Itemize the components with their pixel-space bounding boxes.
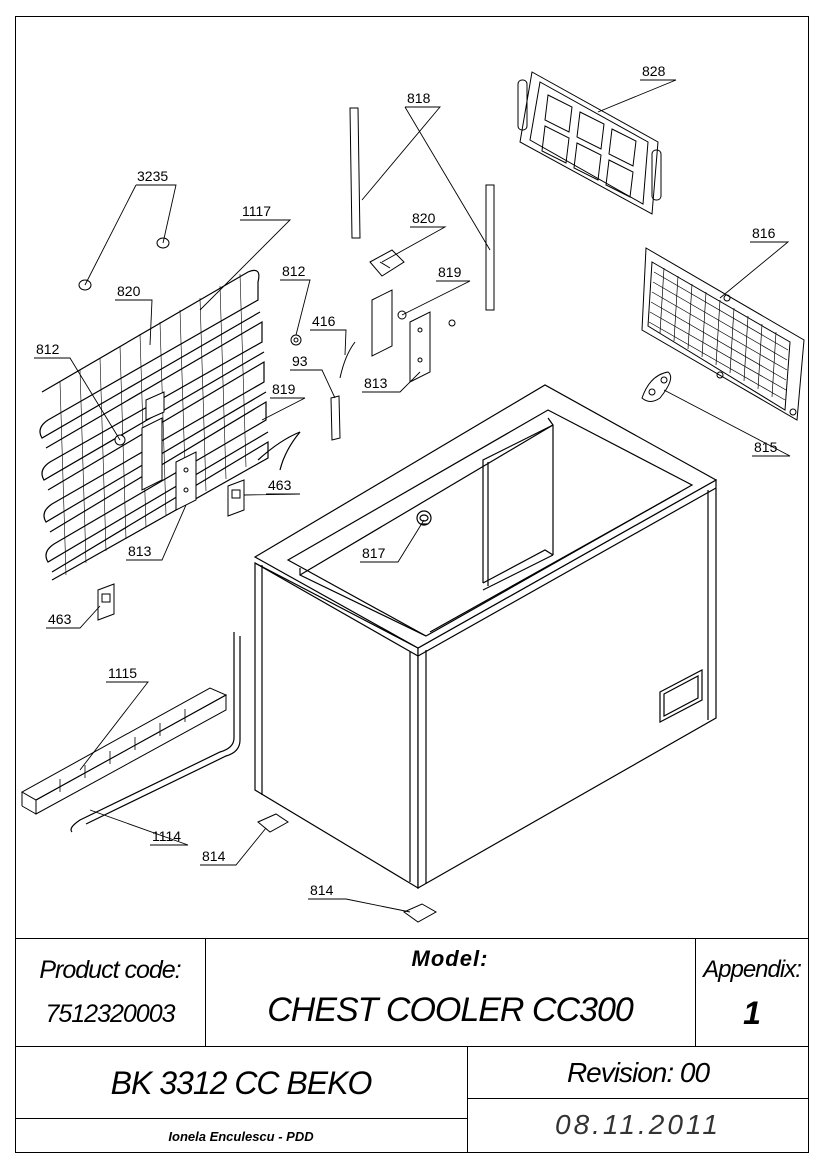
product-code-value: 7512320003 — [45, 999, 175, 1028]
label-463-mid: 463 — [268, 477, 292, 493]
model-name: CHEST COOLER CC300 — [267, 990, 634, 1029]
label-812-mid: 812 — [282, 263, 306, 279]
label-815: 815 — [754, 439, 778, 455]
model-label: Model: — [411, 946, 489, 971]
label-1117: 1117 — [242, 203, 271, 219]
label-819-left: 819 — [272, 381, 296, 397]
label-1115: 1115 — [108, 665, 137, 681]
bracket-815 — [641, 371, 672, 402]
hinge-rods-818 — [349, 107, 495, 311]
label-93: 93 — [292, 353, 308, 369]
label-813-left: 813 — [128, 543, 152, 559]
bracket-820 — [369, 249, 405, 277]
label-818: 818 — [407, 90, 431, 106]
evaporator-coil-1117 — [39, 269, 301, 581]
appendix-number: 1 — [743, 994, 761, 1031]
author: Ionela Enculescu - PDD — [168, 1128, 314, 1144]
clip-463-b — [97, 583, 115, 621]
product-code-label: Product code: — [39, 955, 181, 984]
label-828: 828 — [642, 63, 666, 79]
label-1114: 1114 — [152, 828, 181, 844]
small-parts — [290, 334, 356, 441]
chest-body — [253, 384, 718, 890]
drain-channel-1115 — [20, 687, 228, 815]
label-814-b: 814 — [310, 882, 334, 898]
hinge-assembly-left — [114, 391, 197, 511]
label-816: 816 — [752, 225, 776, 241]
label-819-right: 819 — [438, 264, 462, 280]
revision: Revision: 00 — [566, 1057, 710, 1088]
lid-828 — [517, 71, 662, 215]
exploded-parts-diagram: 828 818 3235 1117 820 820 819 819 812 81… — [20, 63, 805, 923]
grille-816 — [641, 247, 805, 421]
label-820-top: 820 — [412, 210, 436, 226]
label-813-right: 813 — [364, 375, 388, 391]
label-416: 416 — [312, 313, 336, 329]
caps-3235 — [78, 237, 170, 291]
label-812-left: 812 — [36, 341, 60, 357]
clip-463-a — [227, 479, 245, 517]
label-817: 817 — [362, 545, 386, 561]
label-3235: 3235 — [137, 168, 168, 184]
brand-model: BK 3312 CC BEKO — [110, 1064, 373, 1101]
tube-1114 — [70, 632, 241, 833]
title-block: Product code: 7512320003 Model: CHEST CO… — [15, 938, 809, 1153]
hinge-assembly-right — [371, 289, 456, 383]
label-814-a: 814 — [202, 848, 226, 864]
part-labels: 828 818 3235 1117 820 820 819 819 812 81… — [36, 63, 778, 900]
label-463-low: 463 — [48, 611, 72, 627]
drawing-frame — [15, 16, 809, 1153]
revision-date: 08.11.2011 — [555, 1109, 721, 1140]
label-820-coil: 820 — [117, 283, 141, 299]
appendix-label: Appendix: — [703, 956, 802, 983]
